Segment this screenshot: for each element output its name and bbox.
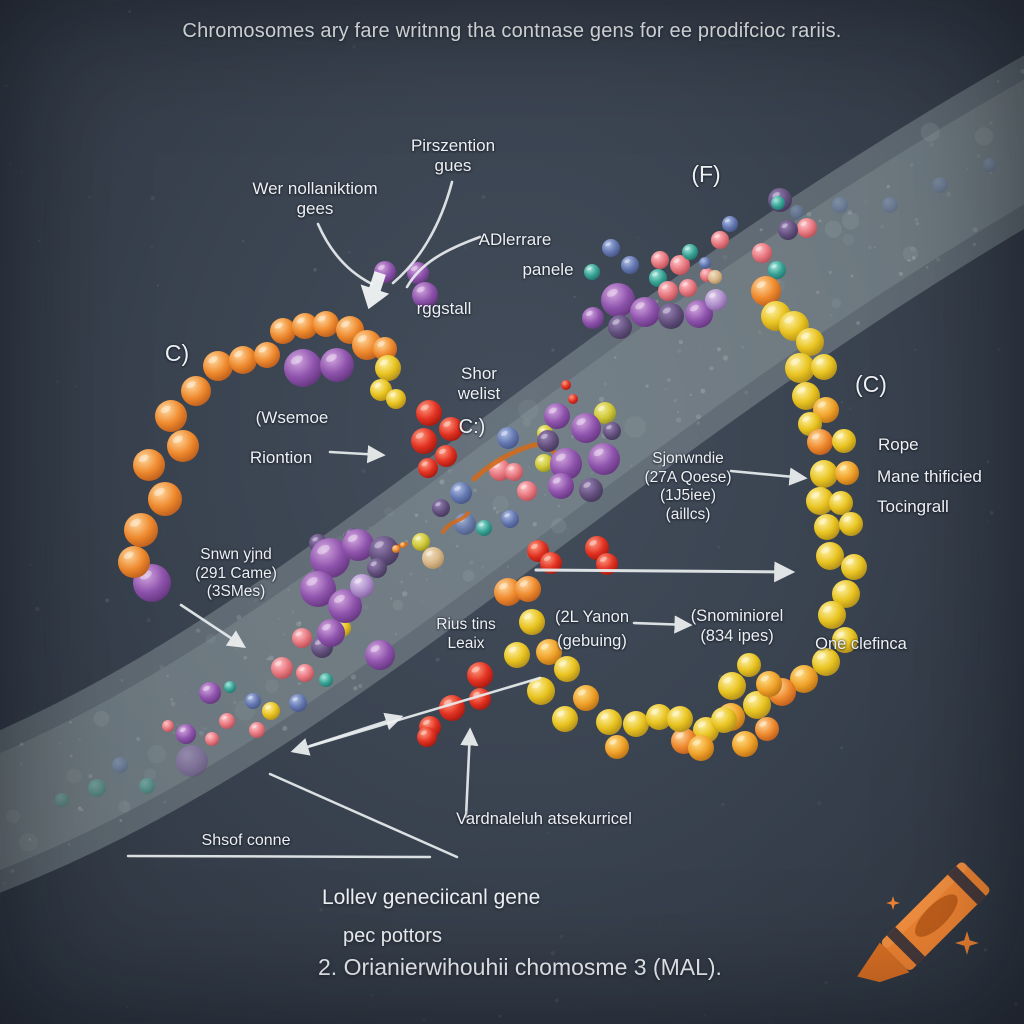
pirszention-label: Pirszention gues: [410, 136, 496, 176]
big-down-arrow-icon: [360, 271, 390, 310]
c-smile-label: C:): [458, 416, 486, 438]
one-clefinca-label: One clefinca: [815, 635, 907, 653]
c-right-label: (C): [855, 371, 887, 397]
bead-chain-purple-trio-top: [374, 261, 438, 308]
snominiorel-label: (Snominiorel (834 ipes): [690, 607, 784, 645]
bead-chain-red-cluster-upper: [411, 400, 463, 478]
yanon-label: (2L Yanon (gebuing): [554, 608, 630, 650]
panele-label: panele: [522, 260, 574, 279]
sjonwndie-label: Sjonwndie (27A Qoese) (1J5iee) (aillcs): [644, 450, 732, 523]
footer-line-3: 2. Orianierwihouhii chomosme 3 (MAL).: [318, 954, 722, 980]
mane-label: Mane thificied: [877, 467, 982, 486]
background-speckles: [5, 9, 1018, 1023]
snwn-label: Snwn yjnd (291 Came) (3SMes): [195, 546, 277, 601]
rope-label: Rope: [878, 435, 919, 454]
bead-chain-purple-cluster-left: [300, 528, 406, 647]
bead-chain-purple-cluster-band-top: [582, 279, 727, 339]
bead-chain-left-orange-chain: [118, 311, 406, 602]
wsemoe-label: (Wsemoe: [255, 408, 329, 427]
sparkle-icon: [955, 931, 979, 955]
band-scattered-beads: [55, 158, 997, 807]
shsof-label: Shsof conne: [201, 832, 291, 849]
adlerrare-label: ADlerrare: [478, 230, 552, 249]
crayon-logo: [857, 862, 990, 983]
tocingrall-label: Tocingrall: [877, 497, 949, 516]
annotation-arrows: [126, 180, 808, 859]
f-label: (F): [691, 161, 721, 187]
vardnaleluh-label: Vardnaleluh atsekurricel: [456, 810, 632, 828]
wer-label: Wer nollaniktiom gees: [252, 179, 378, 219]
footer-line-1: Lollev geneciicanl gene: [322, 886, 541, 909]
rius-label: Rius tins Leaix: [436, 616, 496, 652]
rggstall-label: rggstall: [416, 299, 472, 318]
diagram-title: Chromosomes ary fare writnng tha contnas…: [182, 20, 842, 42]
sparkle-icon: [886, 896, 900, 910]
shor-welist-label: Shor welist: [457, 364, 501, 404]
footer-line-2: pec pottors: [343, 925, 442, 947]
c-open-left-label: C): [164, 340, 190, 366]
riontion-label: Riontion: [249, 448, 313, 467]
crayon-icon: [857, 862, 990, 983]
bead-chain-purple-cluster-center: [537, 403, 621, 502]
bead-chain-bottom-middle-chain: [494, 576, 782, 761]
